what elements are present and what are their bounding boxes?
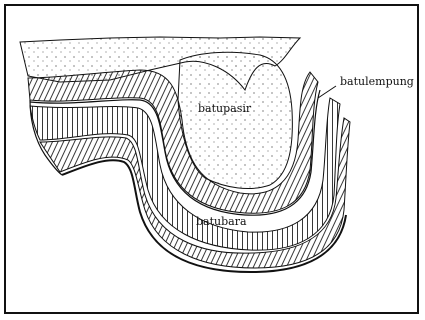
batulempung-leader [318,86,336,98]
label-batupasir: batupasir [198,102,252,115]
label-batubara: batubara [196,215,247,228]
label-batulempung: batulempung [340,75,414,88]
